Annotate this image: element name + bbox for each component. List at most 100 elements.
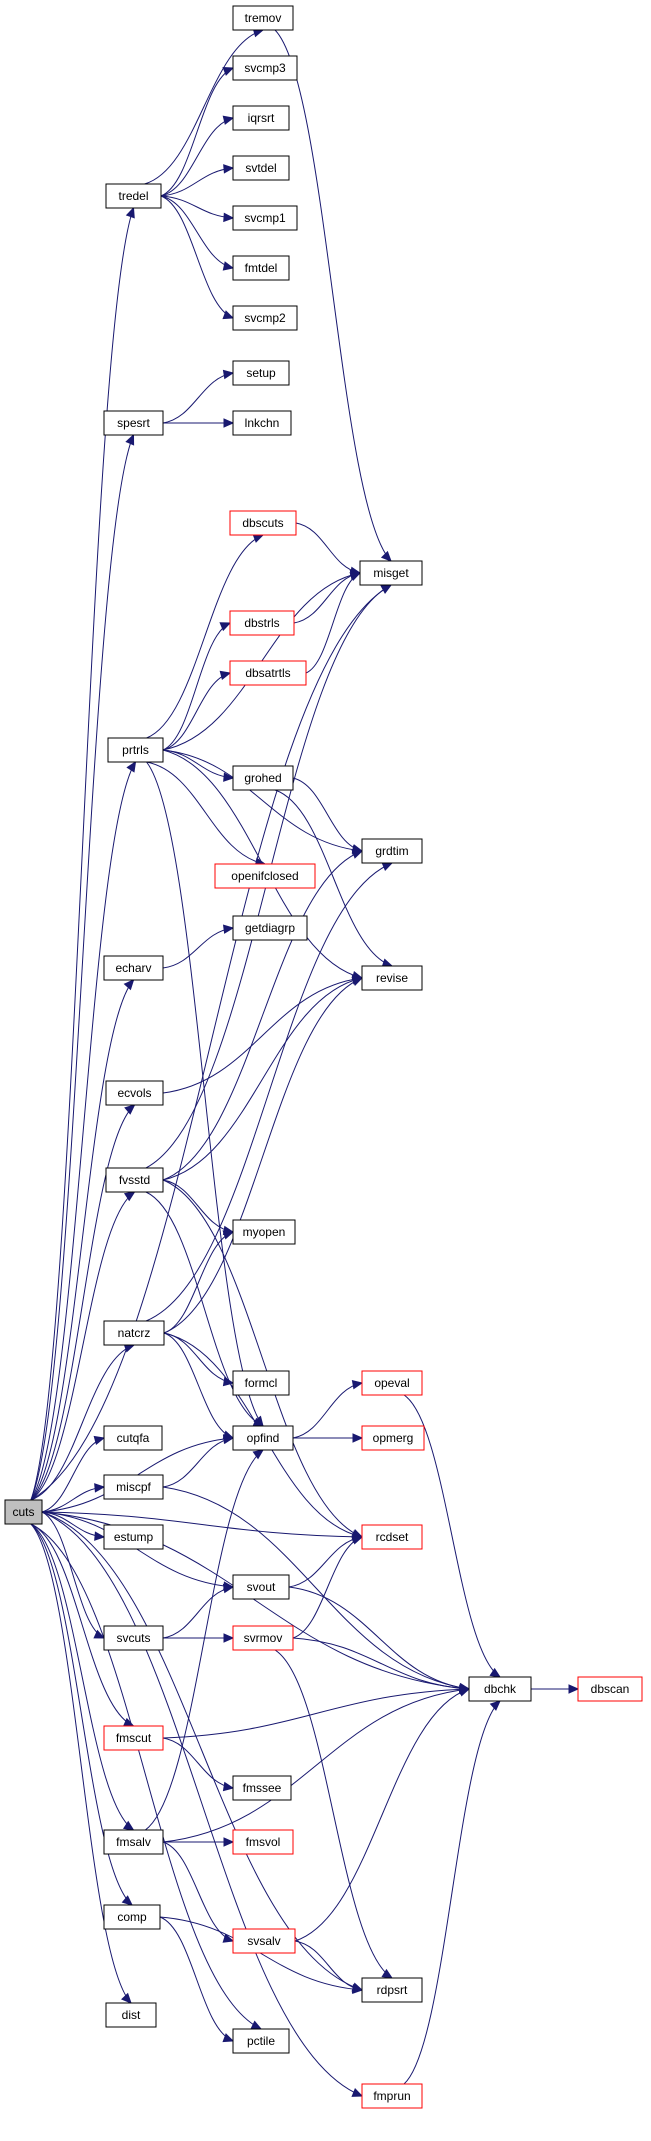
node-estump[interactable]: estump [103, 1524, 164, 1550]
node-fmscut[interactable]: fmscut [103, 1725, 164, 1751]
node-box-svrmov [232, 1625, 294, 1651]
node-rdpsrt[interactable]: rdpsrt [361, 1977, 423, 2003]
node-tremov[interactable]: tremov [232, 5, 294, 31]
node-svcmp2[interactable]: svcmp2 [232, 305, 298, 331]
arrowhead-svrmov-to-rcdset [351, 1535, 364, 1545]
node-label-svcuts: svcuts [116, 1631, 150, 1645]
node-box-rcdset [361, 1524, 423, 1550]
edge-svsalv-to-dbchk [294, 1688, 470, 1942]
node-box-lnkchn [232, 410, 292, 436]
node-label-prtrls: prtrls [122, 743, 149, 757]
node-fmprun[interactable]: fmprun [361, 2083, 423, 2109]
node-miscpf[interactable]: miscpf [103, 1474, 164, 1500]
arrowhead-natcrz-to-revise [351, 977, 364, 986]
edge-cuts-to-tredel [30, 207, 134, 1501]
node-cutqfa[interactable]: cutqfa [103, 1425, 163, 1451]
edge-svrmov-to-rdpsrt [274, 1649, 393, 1979]
node-svtdel[interactable]: svtdel [232, 155, 290, 181]
nodes: cuts tredel tremov svcmp3 iqrsrt svtdel svcmp1… [4, 5, 643, 2109]
node-svcuts[interactable]: svcuts [103, 1625, 164, 1651]
node-ecvols[interactable]: ecvols [105, 1080, 164, 1106]
arrowhead-cuts-to-prtrls [126, 760, 137, 773]
node-grdtim[interactable]: grdtim [361, 838, 423, 864]
node-label-openifclosed: openifclosed [231, 869, 298, 883]
node-misget[interactable]: misget [359, 560, 423, 586]
node-svcmp1[interactable]: svcmp1 [232, 205, 298, 231]
node-formcl[interactable]: formcl [232, 1370, 290, 1396]
node-revise[interactable]: revise [361, 965, 423, 991]
arrowhead-cuts-to-miscpf [94, 1483, 106, 1493]
node-box-misget [359, 560, 423, 586]
edge-cuts-to-cutqfa [41, 1437, 105, 1513]
node-label-grdtim: grdtim [375, 844, 408, 858]
edge-echarv-to-getdiagrp [162, 927, 234, 969]
node-label-dist: dist [122, 2008, 141, 2022]
node-fmssee[interactable]: fmssee [232, 1775, 292, 1801]
arrowhead-cuts-to-echarv [123, 979, 135, 991]
node-comp[interactable]: comp [103, 1904, 161, 1930]
node-fmsalv[interactable]: fmsalv [103, 1829, 164, 1855]
node-dbscan[interactable]: dbscan [577, 1676, 643, 1702]
arrowhead-spesrt-to-setup [222, 369, 235, 380]
edge-miscpf-to-opfind [162, 1437, 234, 1488]
node-fvsstd[interactable]: fvsstd [105, 1167, 164, 1193]
node-fmsvol[interactable]: fmsvol [232, 1829, 294, 1855]
node-box-estump [103, 1524, 164, 1550]
node-box-dbchk [468, 1676, 532, 1702]
node-label-pctile: pctile [247, 2034, 275, 2048]
node-box-comp [103, 1904, 161, 1930]
edge-cuts-to-dist [30, 1523, 132, 2004]
node-label-iqrsrt: iqrsrt [248, 111, 275, 125]
edge-fvsstd-to-grdtim [162, 850, 363, 1181]
node-dbchk[interactable]: dbchk [468, 1676, 532, 1702]
node-pctile[interactable]: pctile [232, 2028, 290, 2054]
arrowhead-prtrls-to-dbsatrtls [219, 670, 232, 680]
edge-tredel-to-tremov [144, 29, 264, 185]
node-label-natcrz: natcrz [118, 1326, 151, 1340]
node-svrmov[interactable]: svrmov [232, 1625, 294, 1651]
edge-prtrls-to-dbscuts [146, 534, 264, 739]
node-rcdset[interactable]: rcdset [361, 1524, 423, 1550]
node-myopen[interactable]: myopen [232, 1219, 296, 1245]
node-svsalv[interactable]: svsalv [232, 1928, 296, 1954]
node-iqrsrt[interactable]: iqrsrt [232, 105, 290, 131]
node-opmerg[interactable]: opmerg [361, 1425, 425, 1451]
node-grohed[interactable]: grohed [232, 765, 294, 791]
edge-svrmov-to-dbchk [292, 1637, 470, 1690]
node-dbstrls[interactable]: dbstrls [229, 610, 295, 636]
node-dist[interactable]: dist [105, 2002, 157, 2028]
node-box-natcrz [103, 1320, 165, 1346]
node-prtrls[interactable]: prtrls [107, 737, 164, 763]
node-spesrt[interactable]: spesrt [103, 410, 164, 436]
arrowhead-cuts-to-ecvols [124, 1104, 136, 1115]
node-box-revise [361, 965, 423, 991]
node-openifclosed[interactable]: openifclosed [214, 863, 316, 889]
node-label-fmssee: fmssee [243, 1781, 282, 1795]
node-svcmp3[interactable]: svcmp3 [232, 55, 298, 81]
node-label-estump: estump [114, 1530, 154, 1544]
node-echarv[interactable]: echarv [103, 955, 164, 981]
node-dbscuts[interactable]: dbscuts [229, 510, 297, 536]
node-lnkchn[interactable]: lnkchn [232, 410, 292, 436]
node-box-opfind [232, 1425, 294, 1451]
node-svout[interactable]: svout [232, 1574, 290, 1600]
edge-svsalv-to-rdpsrt [294, 1940, 363, 1991]
node-cuts[interactable]: cuts [4, 1499, 43, 1525]
node-label-opeval: opeval [374, 1376, 409, 1390]
node-label-comp: comp [117, 1910, 147, 1924]
node-setup[interactable]: setup [232, 360, 290, 386]
node-label-svcmp3: svcmp3 [244, 61, 286, 75]
node-label-echarv: echarv [115, 961, 151, 975]
node-box-svcmp1 [232, 205, 298, 231]
node-label-tredel: tredel [118, 189, 148, 203]
node-box-myopen [232, 1219, 296, 1245]
node-opfind[interactable]: opfind [232, 1425, 294, 1451]
node-opeval[interactable]: opeval [361, 1370, 423, 1396]
node-fmtdel[interactable]: fmtdel [232, 255, 290, 281]
node-dbsatrtls[interactable]: dbsatrtls [229, 660, 307, 686]
node-box-cutqfa [103, 1425, 163, 1451]
node-label-svcmp1: svcmp1 [244, 211, 286, 225]
node-natcrz[interactable]: natcrz [103, 1320, 165, 1346]
node-tredel[interactable]: tredel [105, 183, 162, 209]
node-getdiagrp[interactable]: getdiagrp [232, 915, 308, 941]
